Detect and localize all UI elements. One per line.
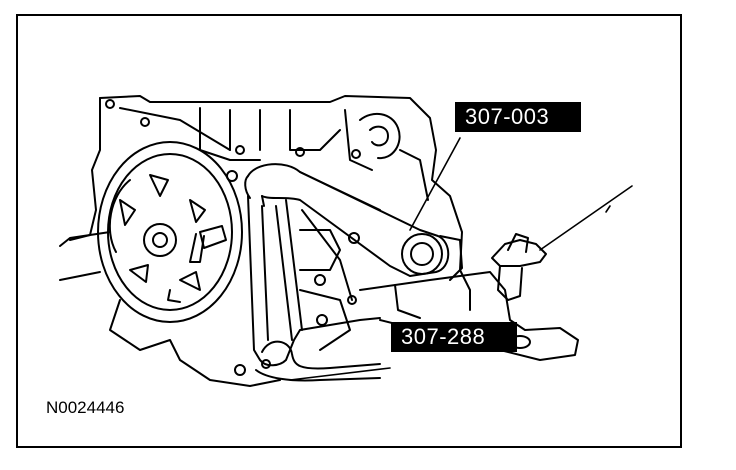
tool-307-288-fixture bbox=[247, 195, 381, 382]
callout-307-003: 307-003 bbox=[455, 102, 581, 132]
figure-id: N0024446 bbox=[46, 398, 125, 417]
leader-pump bbox=[539, 185, 633, 251]
leader-307-003 bbox=[409, 137, 461, 231]
leader-tick bbox=[605, 205, 611, 213]
tool-307-003-arm bbox=[244, 163, 450, 277]
illustration-frame bbox=[16, 14, 682, 448]
drive-plate bbox=[97, 141, 243, 323]
leader-307-288 bbox=[289, 367, 391, 381]
callout-307-288: 307-288 bbox=[391, 322, 517, 352]
engine-block bbox=[59, 95, 471, 387]
leader-lines bbox=[289, 137, 633, 381]
